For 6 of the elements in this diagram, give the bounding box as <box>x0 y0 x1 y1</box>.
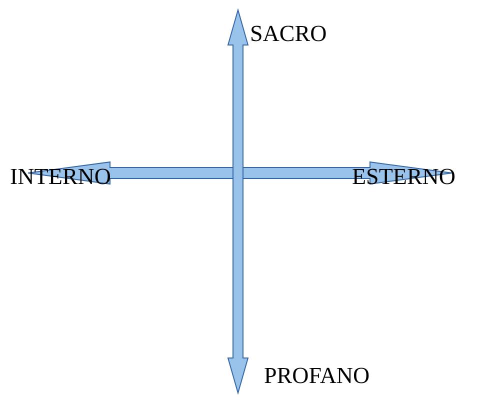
double-arrow <box>28 161 452 185</box>
axis-label: PROFANO <box>264 364 370 387</box>
axis-label: ESTERNO <box>352 165 456 188</box>
double-arrow <box>227 8 249 395</box>
axis-label: INTERNO <box>10 165 111 188</box>
axis-label: SACRO <box>250 22 327 45</box>
